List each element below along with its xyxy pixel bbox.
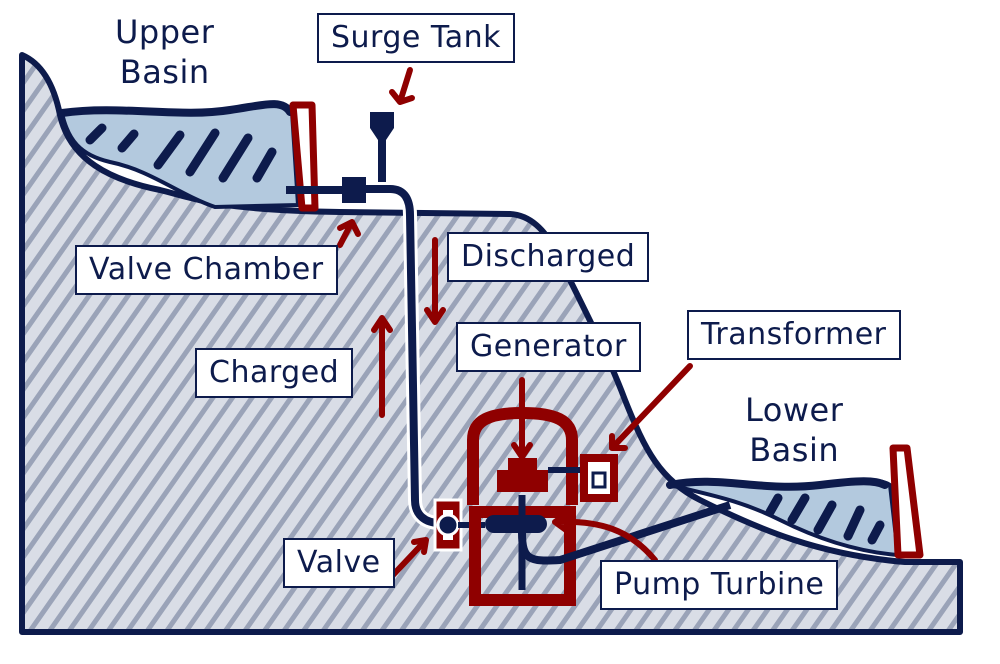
valve-label: Valve: [283, 538, 395, 588]
generator-core: [497, 458, 548, 492]
pump-turbine-label: Pump Turbine: [600, 560, 839, 610]
charged-arrow: [371, 315, 393, 418]
valve-ball: [436, 513, 460, 537]
lower-basin-label-line1: Lower: [745, 391, 844, 429]
upper-basin-label-line1: Upper: [115, 13, 215, 51]
upper-basin-surface: [58, 100, 294, 117]
generator-arrow: [511, 377, 533, 460]
upper-basin-label: Upper Basin: [115, 12, 214, 92]
discharged-arrow: [424, 237, 446, 325]
pump-turbine-runner: [485, 515, 547, 533]
transformer-arrow-line: [609, 363, 693, 451]
upper-basin-wave-marks: [85, 123, 277, 183]
valve-chamber-arrow: [337, 219, 361, 248]
lower-dam: [889, 444, 924, 559]
surge-tank-arrow: [389, 67, 415, 105]
upper-dam: [289, 101, 319, 212]
tailrace-pipe: [518, 501, 732, 565]
lower-basin-surface: [666, 477, 889, 491]
transformer-box: [580, 454, 618, 502]
lower-basin-label-line2: Basin: [749, 431, 840, 469]
generator-label: Generator: [456, 322, 641, 372]
valve-chamber-label: Valve Chamber: [75, 245, 338, 295]
penstock-line: [366, 185, 441, 527]
upper-basin-label-line2: Basin: [119, 53, 210, 91]
pump-turbine-arrow: [552, 511, 658, 563]
surge-tank-label: Surge Tank: [317, 13, 516, 63]
lower-basin-label: Lower Basin: [745, 390, 843, 470]
charged-label: Charged: [195, 348, 354, 398]
lower-basin-wave-marks: [765, 493, 885, 545]
discharged-label: Discharged: [447, 232, 650, 282]
valve-chamber-block: [342, 177, 366, 203]
transformer-label: Transformer: [687, 310, 901, 360]
valve-arrow: [390, 537, 429, 578]
surge-tank: [370, 112, 394, 190]
transformer-core: [591, 471, 607, 489]
